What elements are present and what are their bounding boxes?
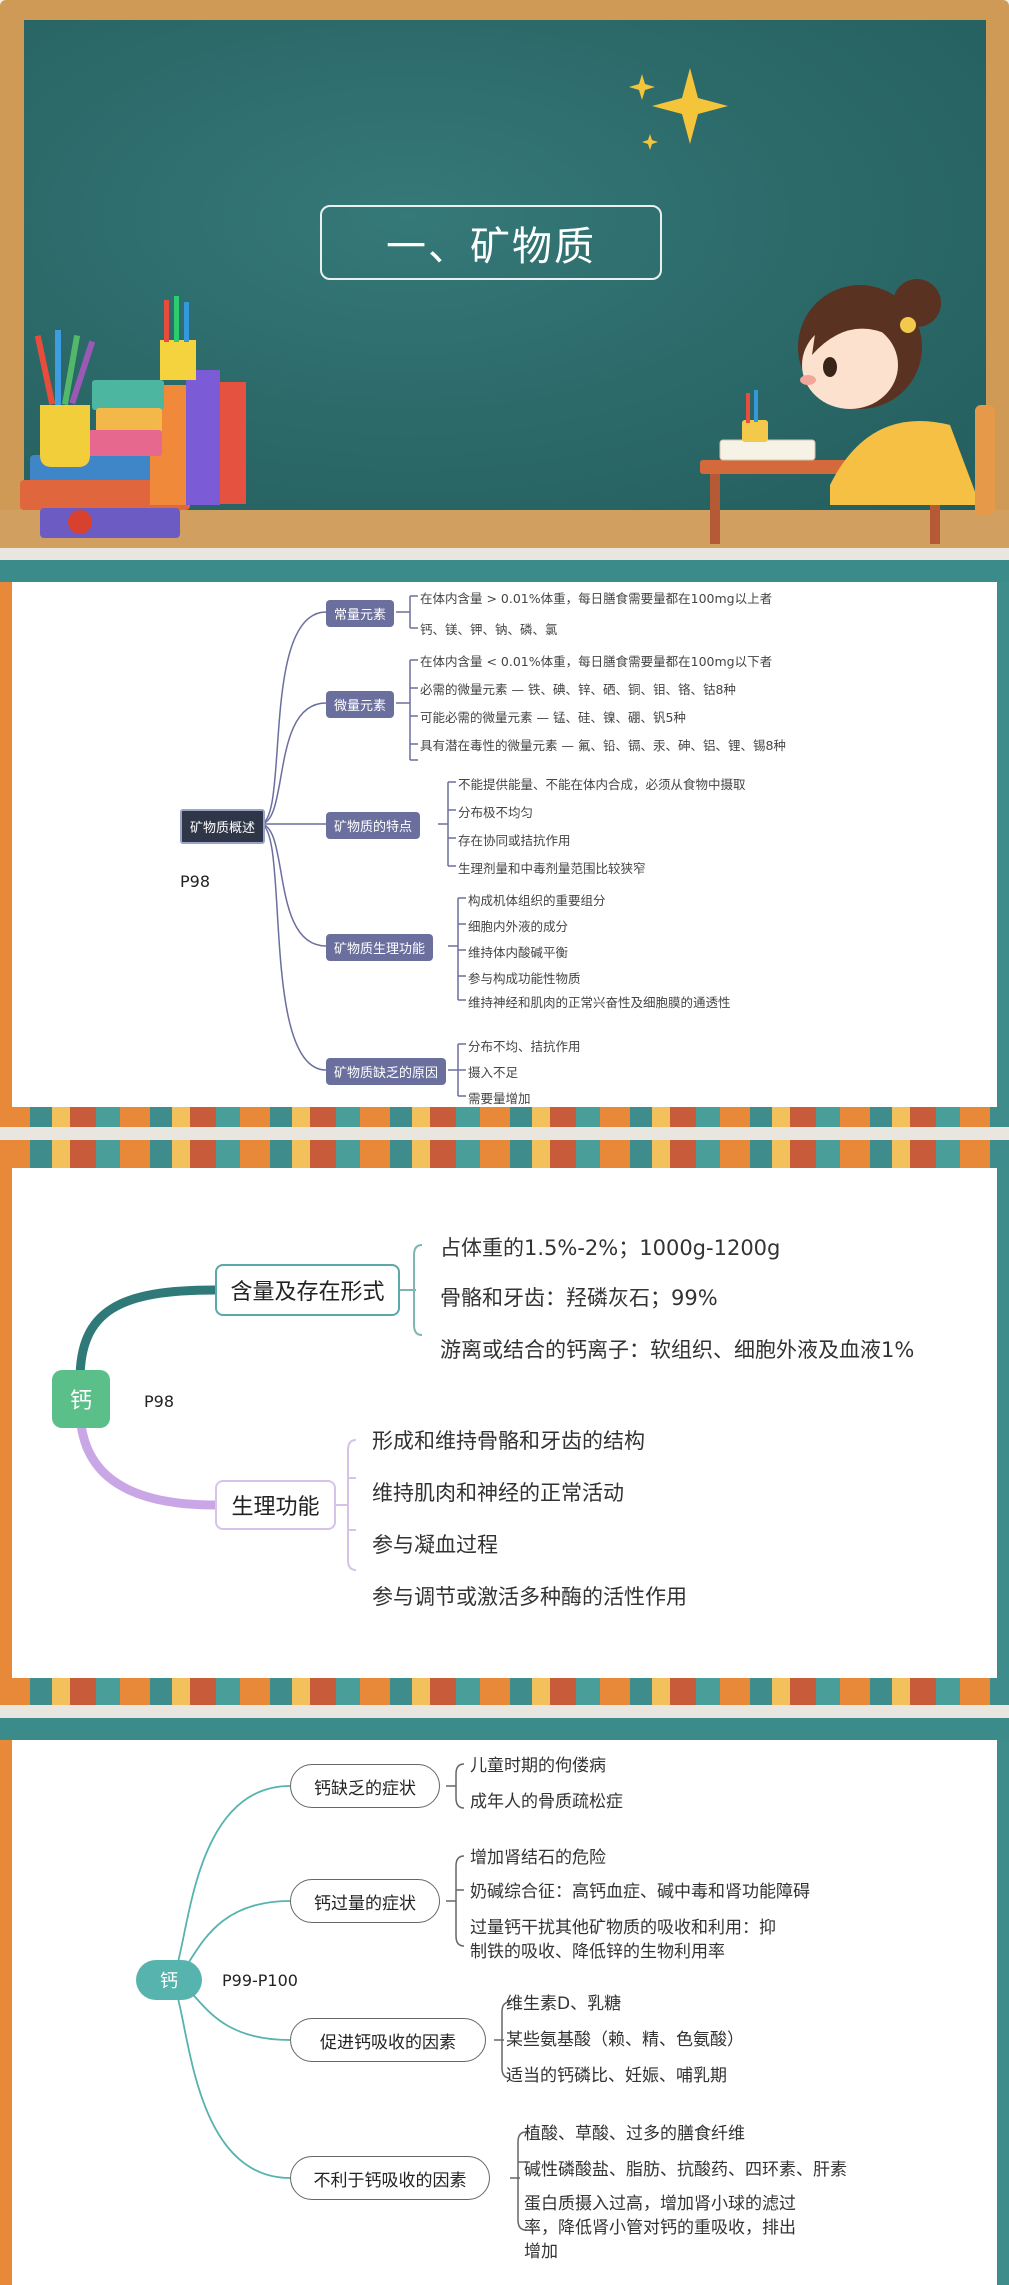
leaf-item: 增加肾结石的危险 [470,1848,606,1868]
branch-physiological-functions: 矿物质生理功能 [326,934,434,961]
sparkle-stars-icon [629,68,728,150]
chalkboard [24,20,986,510]
leaf-item: 制铁的吸收、降低锌的生物利用率 [470,1942,725,1962]
mindmap-root: 钙 [52,1370,110,1428]
leaf-item: 游离或结合的钙离子：软组织、细胞外液及血液1% [440,1338,915,1362]
leaf-item: 需要量增加 [468,1091,531,1106]
leaf-item: 具有潜在毒性的微量元素 — 氟、铅、镉、汞、砷、铝、锂、锡8种 [420,738,786,753]
leaf-item: 分布不均、拮抗作用 [468,1039,581,1054]
girl-studying-illustration [700,279,995,544]
leaf-item: 碱性磷酸盐、脂肪、抗酸药、四环素、肝素 [524,2160,847,2180]
page-ref: P98 [180,872,211,891]
slide-calcium-absorption: 钙 P99-P100 钙缺乏的症状 钙过量的症状 促进钙吸收的因素 不利于钙吸收… [0,1718,1009,2285]
leaf-item: 存在协同或拮抗作用 [458,833,571,848]
leaf-item: 儿童时期的佝偻病 [470,1756,606,1776]
page-ref: P98 [144,1392,175,1411]
leaf-item: 维生素D、乳糖 [506,1994,622,2014]
leaf-item: 参与调节或激活多种酶的活性作用 [372,1585,687,1609]
leaf-item: 增加 [524,2242,558,2262]
leaf-item: 在体内含量 < 0.01%体重，每日膳食需要量都在100mg以下者 [420,654,773,669]
leaf-item: 维持体内酸碱平衡 [468,945,569,960]
slide-paper [12,582,997,1107]
branch-content-forms: 含量及存在形式 [215,1264,400,1316]
mindmap-root: 矿物质概述 [180,809,266,844]
leaf-item: 植酸、草酸、过多的膳食纤维 [524,2124,745,2144]
branch-deficiency-causes: 矿物质缺乏的原因 [326,1058,447,1085]
branch-macro-elements: 常量元素 [326,600,395,627]
leaf-item: 可能必需的微量元素 — 锰、硅、镍、硼、钒5种 [420,710,686,725]
leaf-item: 形成和维持骨骼和牙齿的结构 [372,1429,645,1453]
leaf-item: 分布极不均匀 [458,805,534,820]
mindmap-root: 钙 [136,1960,202,2000]
slide-paper [12,1168,997,1678]
leaf-item: 适当的钙磷比、妊娠、哺乳期 [506,2066,727,2086]
leaf-item: 维持神经和肌肉的正常兴奋性及细胞膜的通透性 [468,995,731,1010]
leaf-item: 率，降低肾小管对钙的重吸收，排出 [524,2218,796,2238]
leaf-item: 构成机体组织的重要组分 [468,893,606,908]
mindmap-connectors [75,1244,423,1571]
branch-physiological-functions: 生理功能 [215,1480,336,1530]
leaf-item: 蛋白质摄入过高，增加肾小球的滤过 [524,2194,796,2214]
leaf-item: 必需的微量元素 — 铁、碘、锌、硒、铜、钼、铬、钴8种 [420,682,736,697]
leaf-item: 过量钙干扰其他矿物质的吸收和利用：抑 [470,1918,776,1938]
leaf-item: 某些氨基酸（赖、精、色氨酸） [506,2030,744,2050]
slide-calcium-functions: 钙 P98 含量及存在形式 生理功能 占体重的1.5%-2%；1000g-120… [0,1140,1009,1705]
slide-paper [12,1740,997,2285]
slide-mineral-overview: 矿物质概述 P98 常量元素 微量元素 矿物质的特点 矿物质生理功能 矿物质缺乏… [0,560,1009,1127]
leaf-item: 参与构成功能性物质 [468,971,581,986]
leaf-item: 摄入不足 [468,1065,519,1080]
branch-trace-elements: 微量元素 [326,691,395,718]
branch-absorption-inhibitors: 不利于钙吸收的因素 [290,2156,490,2200]
slide-border-top [0,560,1009,582]
leaf-item: 维持肌肉和神经的正常活动 [372,1481,624,1505]
leaf-item: 奶碱综合征：高钙血症、碱中毒和肾功能障碍 [470,1882,810,1902]
leaf-item: 不能提供能量、不能在体内合成，必须从食物中摄取 [458,777,746,792]
leaf-item: 骨骼和牙齿：羟磷灰石；99% [440,1286,718,1310]
books-pencils-illustration [20,296,246,538]
leaf-item: 成年人的骨质疏松症 [470,1792,623,1812]
leaf-item: 钙、镁、钾、钠、磷、氯 [420,622,558,637]
leaf-item: 参与凝血过程 [372,1533,498,1557]
slide-title: 一、矿物质 [0,0,1009,548]
slide-border-top [0,1718,1009,1740]
leaf-item: 在体内含量 > 0.01%体重，每日膳食需要量都在100mg以上者 [420,591,773,606]
branch-characteristics: 矿物质的特点 [326,812,421,839]
branch-excess-symptoms: 钙过量的症状 [290,1879,440,1923]
leaf-item: 占体重的1.5%-2%；1000g-1200g [440,1236,781,1260]
mindmap-connectors [259,595,466,1097]
leaf-item: 生理剂量和中毒剂量范围比较狭窄 [458,861,646,876]
page-ref: P99-P100 [222,1971,298,1990]
leaf-item: 细胞内外液的成分 [468,919,569,934]
branch-absorption-promoters: 促进钙吸收的因素 [290,2018,486,2062]
branch-deficiency-symptoms: 钙缺乏的症状 [290,1764,440,1808]
page-title: 一、矿物质 [320,205,662,280]
